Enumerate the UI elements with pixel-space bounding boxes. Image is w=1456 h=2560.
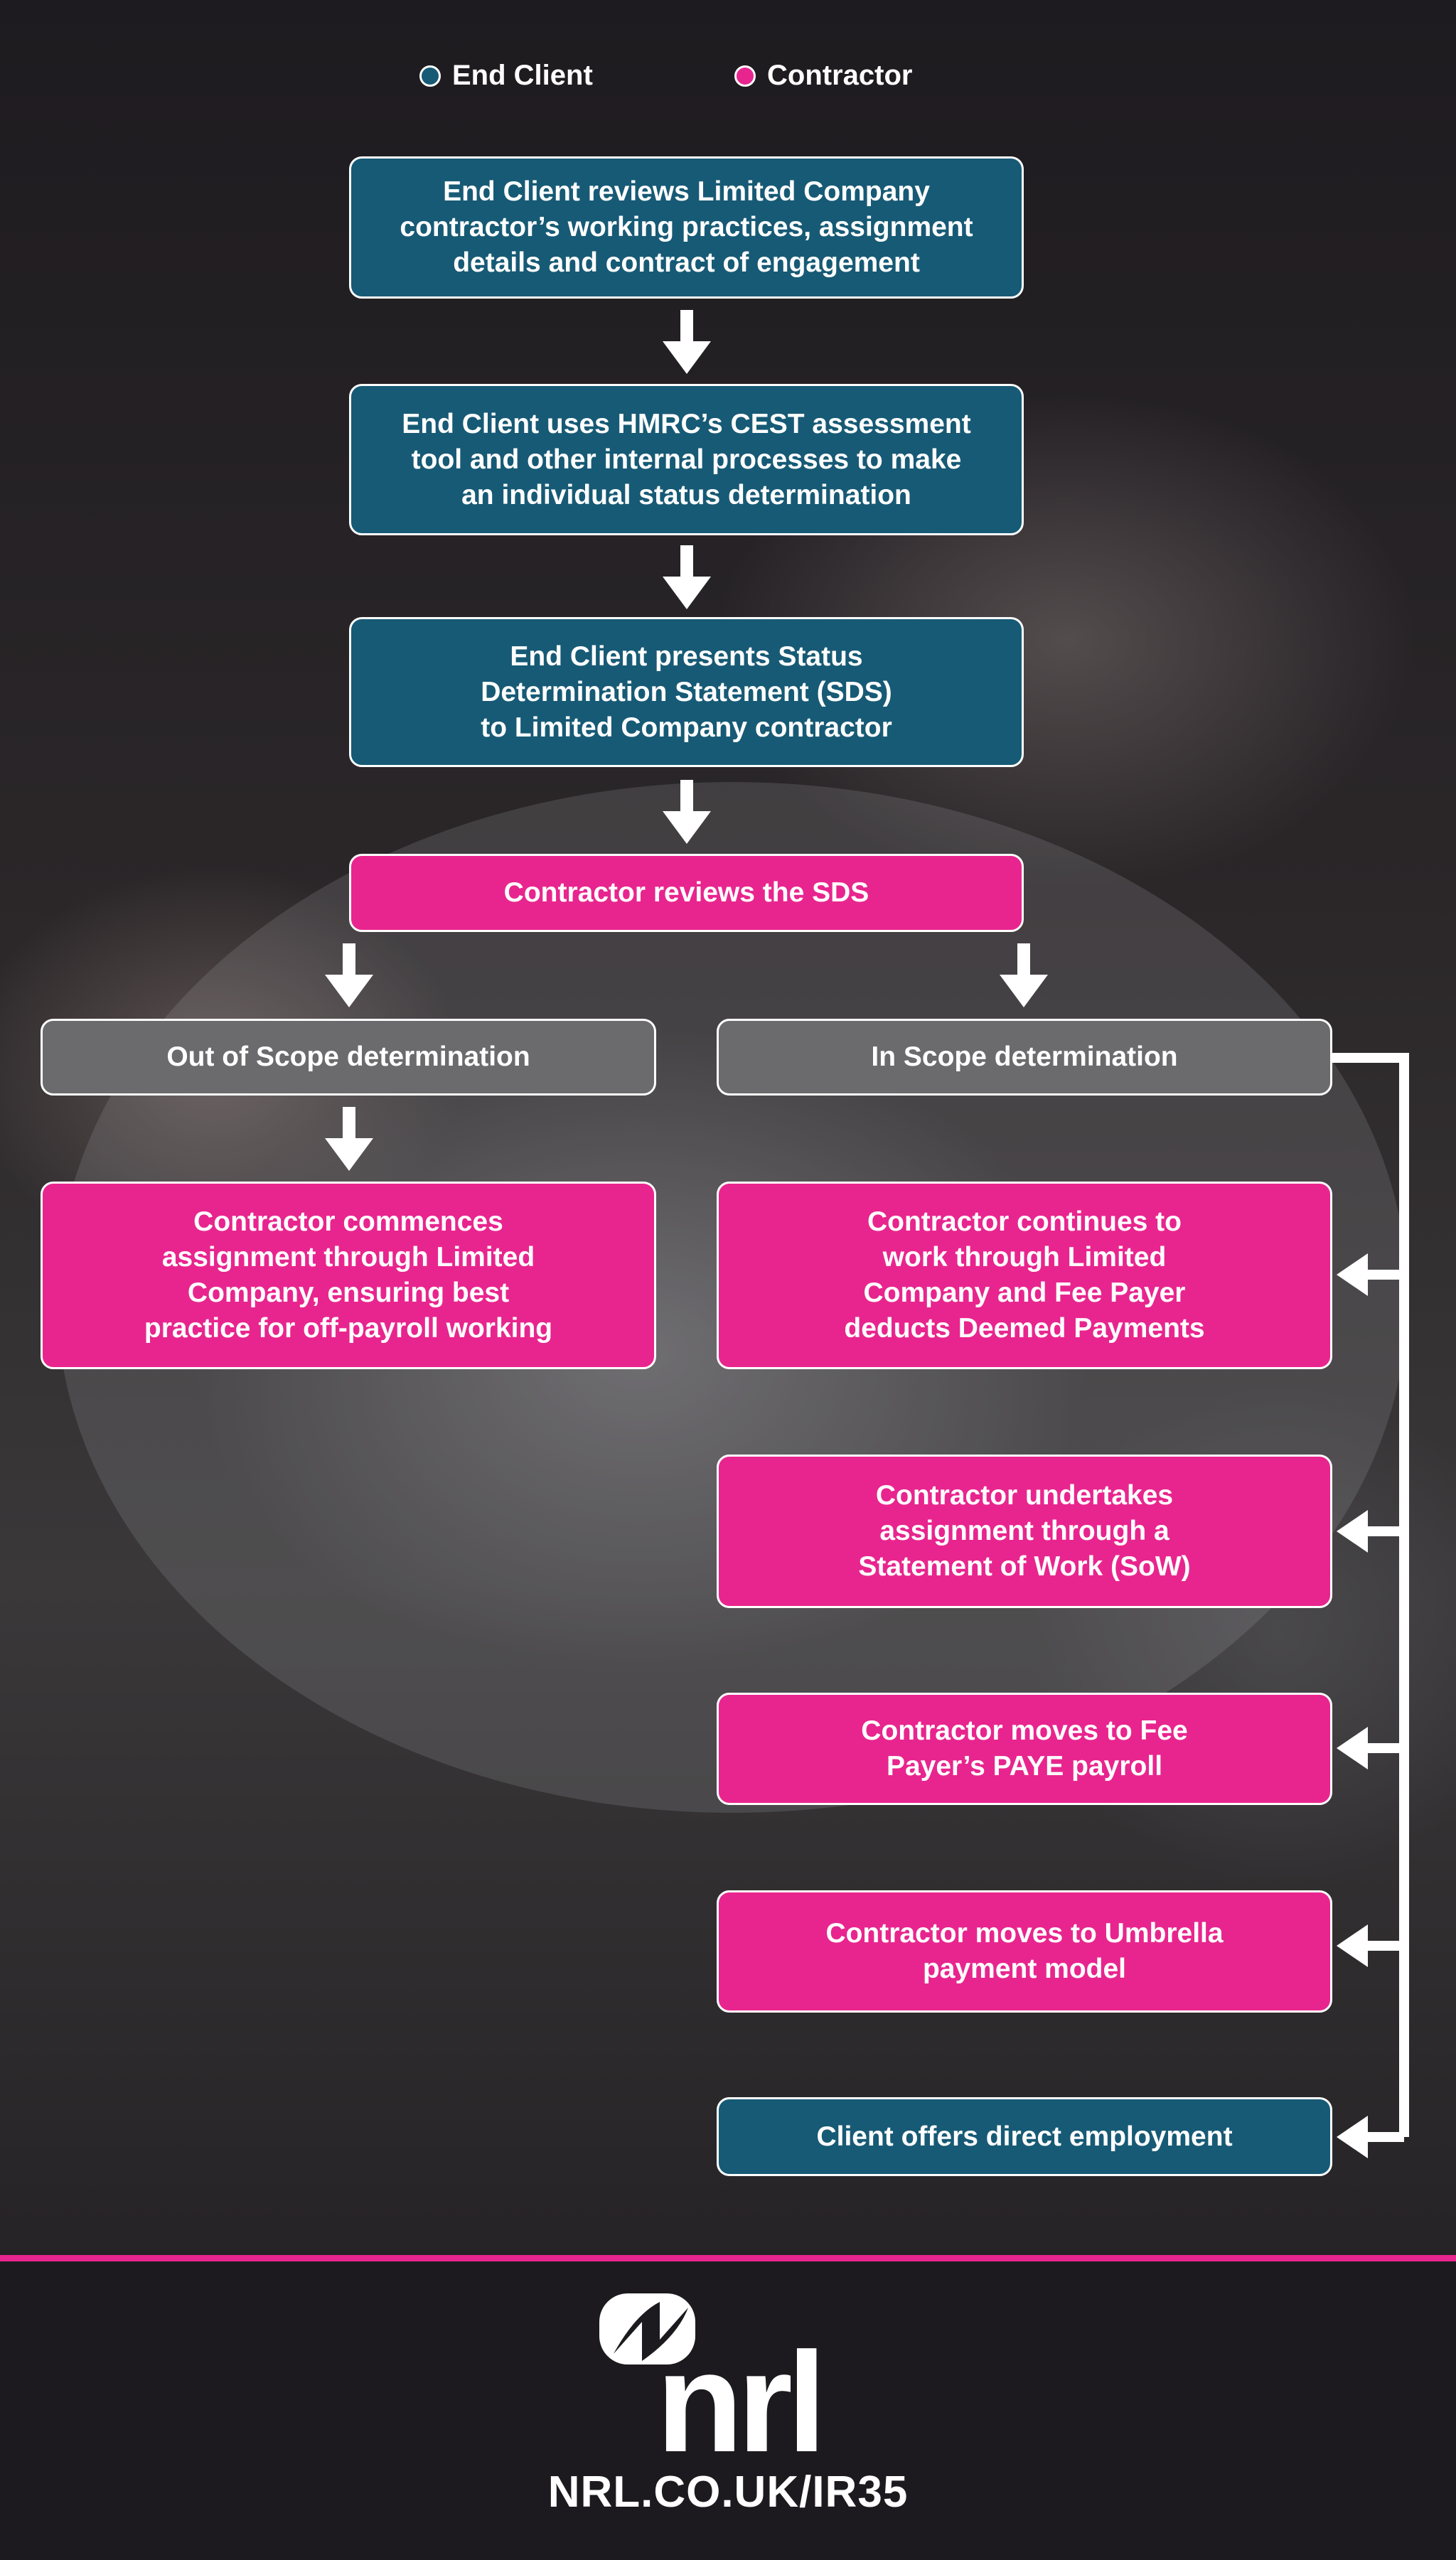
legend-end-client: End Client <box>419 60 593 92</box>
step-client-review: End Client reviews Limited Company contr… <box>349 156 1024 299</box>
arrow-down-icon <box>325 943 373 1007</box>
arrow-left-icon <box>1337 2116 1368 2158</box>
option-paye-payroll: Contractor moves to Fee Payer’s PAYE pay… <box>717 1693 1332 1805</box>
option-connectors <box>1337 1253 1404 2158</box>
step-present-sds: End Client presents Status Determination… <box>349 617 1024 767</box>
contractor-dot-icon <box>734 65 756 87</box>
legend-contractor: Contractor <box>734 60 912 92</box>
option-statement-of-work: Contractor undertakes assignment through… <box>717 1455 1332 1608</box>
arrow-left-icon <box>1337 1253 1368 1296</box>
footer <box>0 2265 1456 2560</box>
nrl-logo: nrl <box>599 2293 827 2457</box>
step-contractor-reviews-sds: Contractor reviews the SDS <box>349 854 1024 932</box>
option-umbrella: Contractor moves to Umbrella payment mod… <box>717 1890 1332 2013</box>
footer-url[interactable]: NRL.CO.UK/IR35 <box>547 2468 909 2517</box>
flow-connectors <box>325 310 1409 2158</box>
svg-text:nrl: nrl <box>656 2323 821 2457</box>
arrow-down-icon <box>663 780 711 844</box>
legend-label: Contractor <box>767 60 913 91</box>
step-cest-assessment: End Client uses HMRC’s CEST assessment t… <box>349 384 1024 535</box>
option-deemed-payments: Contractor continues to work through Lim… <box>717 1182 1332 1369</box>
end-client-dot-icon <box>419 65 441 87</box>
arrow-down-icon <box>663 310 711 374</box>
background-photo <box>0 0 1456 2261</box>
out-of-scope-outcome: Contractor commences assignment through … <box>41 1182 656 1369</box>
footer-divider <box>0 2255 1456 2261</box>
arrow-left-icon <box>1337 1510 1368 1553</box>
legend-label: End Client <box>452 60 593 91</box>
arrow-left-icon <box>1337 1924 1368 1967</box>
in-scope-determination: In Scope determination <box>717 1019 1332 1096</box>
arrow-left-icon <box>1337 1727 1368 1769</box>
arrow-down-icon <box>663 545 711 609</box>
arrow-down-icon <box>325 1107 373 1171</box>
in-scope-bracket-line <box>1332 1053 1409 2137</box>
arrow-down-icon <box>1000 943 1048 1007</box>
out-of-scope-determination: Out of Scope determination <box>41 1019 656 1096</box>
option-direct-employment: Client offers direct employment <box>717 2097 1332 2176</box>
